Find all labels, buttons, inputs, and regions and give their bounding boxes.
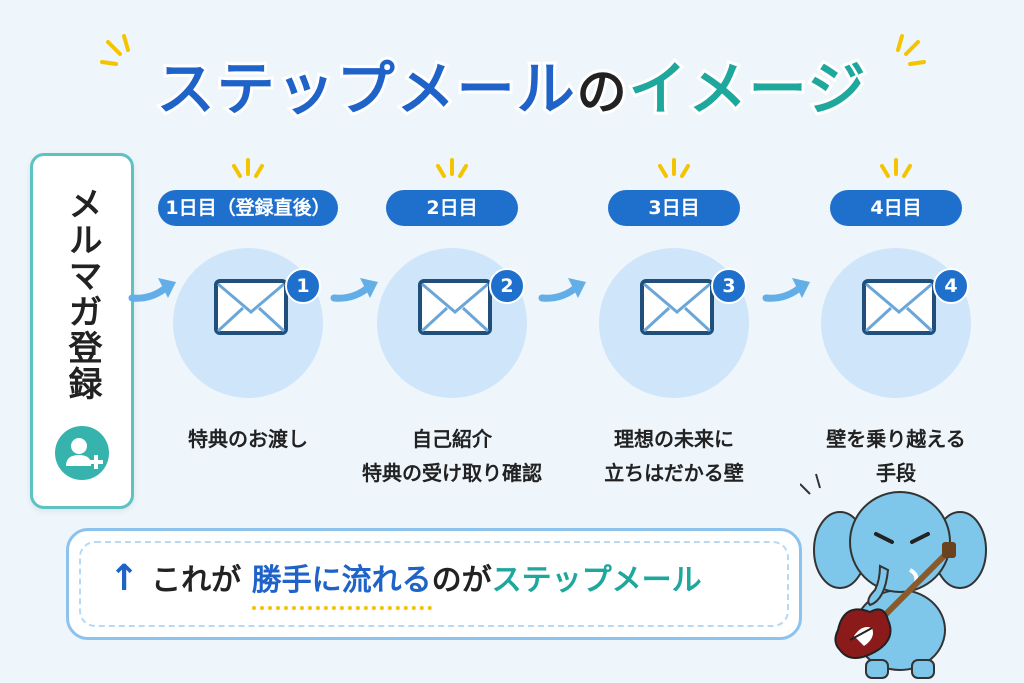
sparkle-right-icon <box>896 34 926 66</box>
sparkle-icon <box>880 158 912 178</box>
step-number: 3 <box>711 268 747 304</box>
envelope-circle: 4 <box>821 248 971 398</box>
step-caption: 自己紹介特典の受け取り確認 <box>362 427 542 485</box>
guitar-icon <box>834 542 956 659</box>
envelope-icon <box>214 279 288 335</box>
banner-emphasis: 勝手に流れる <box>251 563 432 598</box>
envelope-icon <box>640 279 714 335</box>
sparkle-icon <box>232 158 264 178</box>
envelope-icon <box>418 279 492 335</box>
step-number: 1 <box>285 268 321 304</box>
sparkle-left-icon <box>100 34 130 66</box>
day-badge: 1日目（登録直後） <box>158 190 338 226</box>
registration-label: メルマガ登録 <box>62 186 102 402</box>
step-number: 4 <box>933 268 969 304</box>
arrow-icon <box>330 278 378 302</box>
day-badge: 4日目 <box>830 190 962 226</box>
arrow-icon <box>128 278 176 302</box>
elephant-mascot-icon <box>800 473 987 679</box>
page-title: ステップメールのイメージ <box>154 52 869 126</box>
day-badge: 3日目 <box>608 190 740 226</box>
envelope-circle: 1 <box>173 248 323 398</box>
summary-banner: ↑これが 勝手に流れるのがステップメール <box>66 528 802 640</box>
envelope-icon <box>862 279 936 335</box>
envelope-circle: 2 <box>377 248 527 398</box>
registration-box: メルマガ登録 <box>30 153 134 509</box>
envelope-circle: 3 <box>599 248 749 398</box>
day-badge: 2日目 <box>386 190 518 226</box>
step-number: 2 <box>489 268 525 304</box>
banner-text: ↑これが 勝手に流れるのがステップメール <box>109 558 702 599</box>
step-caption: 理想の未来に立ちはだかる壁 <box>604 427 744 485</box>
add-user-icon <box>55 426 109 480</box>
arrow-icon <box>762 278 810 302</box>
arrow-icon <box>538 278 586 302</box>
sparkle-icon <box>436 158 468 178</box>
step-caption: 壁を乗り越える手段 <box>826 427 966 485</box>
sparkle-icon <box>658 158 690 178</box>
banner-highlight: ステップメール <box>491 563 702 598</box>
up-arrow-icon: ↑ <box>109 558 140 599</box>
step-caption: 特典のお渡し <box>188 427 308 451</box>
